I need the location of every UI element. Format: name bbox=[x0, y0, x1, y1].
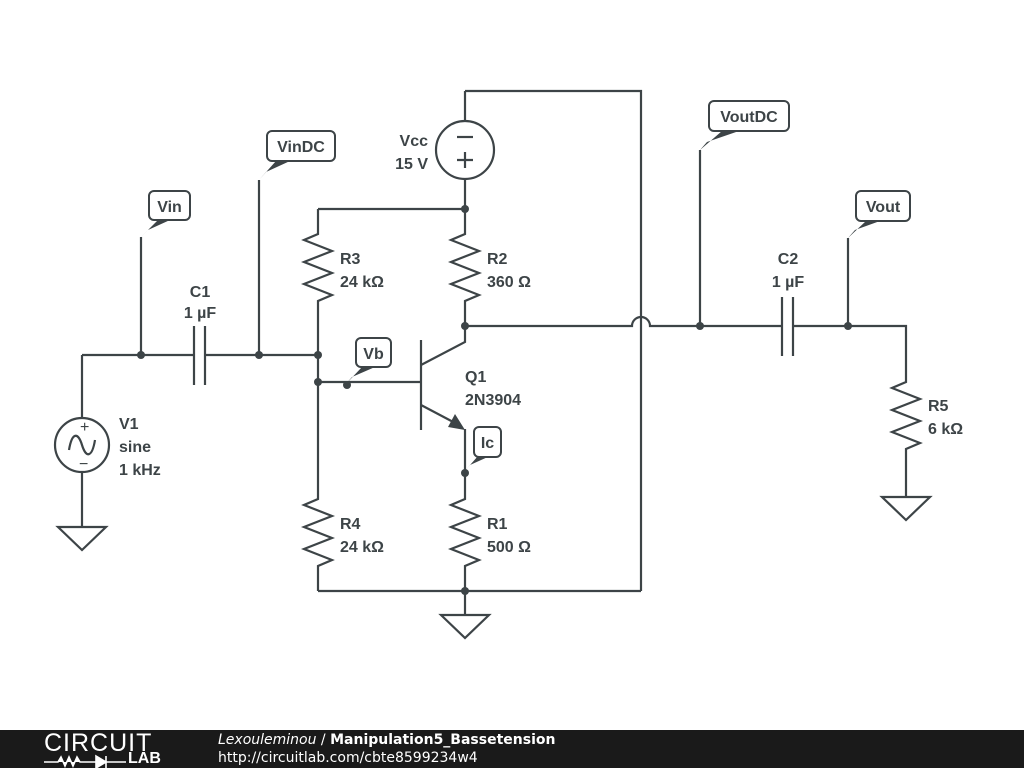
c2-capacitor[interactable]: C2 1 µF bbox=[772, 251, 805, 356]
probe-box bbox=[266, 130, 336, 162]
capacitor-icon bbox=[192, 326, 207, 385]
probe-pointer bbox=[463, 456, 490, 473]
r4-value: 24 kΩ bbox=[340, 539, 384, 556]
probe-label: VoutDC bbox=[720, 109, 778, 126]
probe-pointer bbox=[700, 131, 739, 150]
sine-wave-icon bbox=[67, 434, 97, 456]
r2-value: 360 Ω bbox=[487, 274, 531, 291]
q1-name: Q1 bbox=[465, 369, 486, 386]
probe-ic[interactable]: Ic bbox=[463, 426, 502, 473]
v1-freq: 1 kHz bbox=[119, 462, 161, 479]
vcc-source[interactable]: Vcc 15 V bbox=[395, 91, 496, 209]
r5-name: R5 bbox=[928, 398, 949, 415]
probe-vout[interactable]: Vout bbox=[848, 190, 911, 238]
r3-name: R3 bbox=[340, 251, 361, 268]
probe-label: Ic bbox=[481, 435, 494, 452]
ground-icon bbox=[55, 525, 109, 552]
probe-box bbox=[855, 190, 911, 222]
wire bbox=[465, 89, 643, 591]
q1-transistor[interactable]: Q1 2N3904 bbox=[419, 326, 521, 472]
probe-label: VinDC bbox=[277, 139, 325, 156]
q1-model: 2N3904 bbox=[465, 392, 521, 409]
v1-plus: + bbox=[80, 419, 89, 436]
c2-value: 1 µF bbox=[772, 274, 805, 291]
probe-label: Vin bbox=[157, 199, 182, 216]
probe-pointer bbox=[141, 220, 170, 237]
probe-pointer bbox=[848, 221, 880, 238]
v1-name: V1 bbox=[119, 416, 139, 433]
circuit-title-line: Lexouleminou / Manipulation5_Bassetensio… bbox=[218, 731, 555, 749]
probe-label: Vout bbox=[866, 199, 901, 216]
probe-box bbox=[473, 426, 502, 458]
probe-voutdc[interactable]: VoutDC bbox=[700, 100, 790, 150]
v1-minus: − bbox=[79, 456, 88, 473]
separator: / bbox=[316, 732, 331, 748]
schematic-canvas: + − V1 sine 1 kHz C1 1 µF Vin VinDC R3 2… bbox=[53, 89, 963, 640]
r2-resistor[interactable]: R2 360 Ω bbox=[447, 209, 531, 326]
emitter-lead bbox=[420, 404, 458, 425]
r4-resistor[interactable]: R4 24 kΩ bbox=[300, 382, 384, 591]
logo-lab-text: LAB bbox=[128, 750, 161, 767]
circuit-url[interactable]: http://circuitlab.com/cbte8599234w4 bbox=[218, 750, 478, 766]
emitter-arrow-icon bbox=[448, 414, 465, 430]
ground-icon bbox=[438, 613, 492, 640]
resistor-icon bbox=[888, 378, 924, 497]
vcc-name: Vcc bbox=[400, 133, 429, 150]
probe-pointer bbox=[259, 161, 290, 180]
r5-value: 6 kΩ bbox=[928, 421, 963, 438]
probe-box bbox=[708, 100, 790, 132]
vcc-value: 15 V bbox=[395, 156, 428, 173]
resistor-icon bbox=[447, 473, 483, 591]
r4-name: R4 bbox=[340, 516, 361, 533]
probe-pointer bbox=[345, 367, 375, 385]
c2-name: C2 bbox=[778, 251, 799, 268]
r1-resistor[interactable]: R1 500 Ω bbox=[447, 473, 531, 591]
c1-value: 1 µF bbox=[184, 305, 217, 322]
c1-name: C1 bbox=[190, 284, 211, 301]
r3-resistor[interactable]: R3 24 kΩ bbox=[300, 209, 384, 355]
junction bbox=[343, 381, 351, 389]
circuitlab-logo[interactable]: CIRCUIT bbox=[44, 729, 153, 757]
r3-value: 24 kΩ bbox=[340, 274, 384, 291]
resistor-diode-logo-icon bbox=[44, 754, 126, 768]
ground-icon bbox=[879, 495, 933, 522]
vcc-circle bbox=[434, 119, 496, 181]
footer-bar: CIRCUIT LAB Lexouleminou / Manipulation5… bbox=[0, 730, 1024, 768]
v1-source[interactable]: + − V1 sine 1 kHz bbox=[53, 355, 161, 552]
circuit-title[interactable]: Manipulation5_Bassetension bbox=[330, 732, 556, 748]
c1-capacitor[interactable]: C1 1 µF bbox=[184, 284, 217, 385]
capacitor-icon bbox=[780, 297, 795, 356]
r5-resistor[interactable]: R5 6 kΩ bbox=[888, 378, 963, 497]
collector-lead bbox=[420, 326, 467, 366]
probe-box bbox=[355, 337, 392, 368]
author-link[interactable]: Lexouleminou bbox=[218, 732, 317, 748]
resistor-icon bbox=[300, 209, 336, 355]
resistor-icon bbox=[300, 382, 336, 591]
probe-box bbox=[148, 190, 191, 221]
wire bbox=[793, 324, 908, 378]
resistor-icon bbox=[447, 209, 483, 326]
r1-value: 500 Ω bbox=[487, 539, 531, 556]
probe-vindc[interactable]: VinDC bbox=[259, 130, 336, 180]
r1-name: R1 bbox=[487, 516, 508, 533]
v1-type: sine bbox=[119, 439, 151, 456]
probe-vin[interactable]: Vin bbox=[141, 190, 191, 237]
r2-name: R2 bbox=[487, 251, 508, 268]
probe-vb[interactable]: Vb bbox=[345, 337, 392, 385]
plus-icon bbox=[457, 152, 473, 168]
wire bbox=[465, 315, 782, 328]
probe-label: Vb bbox=[363, 346, 384, 363]
